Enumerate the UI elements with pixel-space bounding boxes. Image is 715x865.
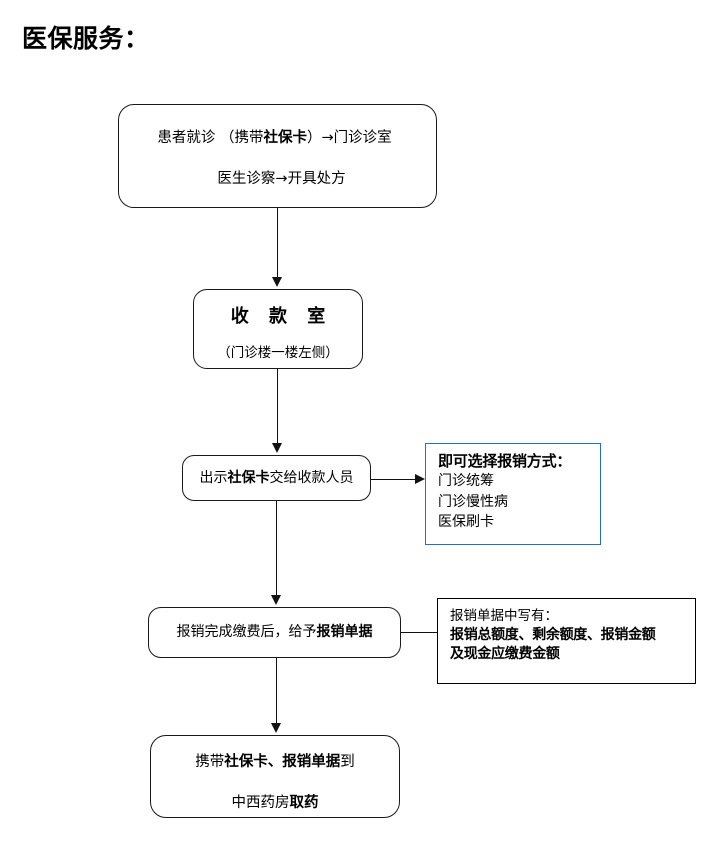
connector-cashier-to-show-card	[277, 369, 278, 445]
text-bold: 社保卡	[263, 130, 307, 146]
callout-receipt-detail[interactable]: 报销单据中写有： 报销总额度、剩余额度、报销金额 及现金应缴费金额	[437, 598, 696, 684]
page-title: 医保服务：	[22, 24, 150, 53]
arrowhead-start-to-cashier	[271, 277, 282, 287]
connector-receipt-to-pharmacy	[276, 658, 277, 725]
text-post: 到	[340, 754, 355, 770]
callout-option-outpatient-pooling: 门诊统筹	[438, 473, 494, 490]
text-bold: 取药	[289, 794, 319, 811]
flow-node-pharmacy[interactable]: 携带社保卡、报销单据到 中西药房取药	[150, 735, 400, 818]
arrowhead-receipt-to-pharmacy	[270, 723, 281, 733]
callout-receipt-detail-heading: 报销单据中写有：	[450, 608, 558, 624]
callout-receipt-detail-line1: 报销总额度、剩余额度、报销金额	[450, 626, 656, 643]
arrowhead-show-card-to-methods	[415, 473, 425, 484]
text-post: 交给收款人员	[269, 469, 354, 486]
text-pre: 出示	[199, 469, 228, 486]
flow-node-cashier-room[interactable]: 收 款 室 （门诊楼一楼左侧）	[193, 289, 363, 369]
text-bold: 社保卡、报销单据	[224, 754, 341, 770]
connector-receipt-to-detail	[401, 632, 437, 633]
flow-node-reimbursement-receipt-line1: 报销完成缴费后，给予报销单据	[177, 623, 373, 641]
text-bold: 社保卡	[227, 469, 270, 486]
flow-node-cashier-room-title: 收 款 室	[230, 306, 333, 327]
flow-node-pharmacy-line2: 中西药房取药	[232, 794, 319, 813]
text-pre: 中西药房	[231, 794, 290, 811]
text-post: ）→门诊诊室	[306, 130, 392, 146]
flow-node-reimbursement-receipt[interactable]: 报销完成缴费后，给予报销单据	[148, 607, 401, 658]
connector-show-card-to-receipt	[276, 501, 277, 597]
arrowhead-cashier-to-show-card	[271, 443, 282, 453]
text-pre: 报销完成缴费后，给予	[176, 624, 317, 641]
text-bold: 报销单据	[316, 624, 373, 641]
connector-start-to-cashier	[277, 208, 278, 279]
text-pre: 患者就诊 （携带	[157, 130, 264, 146]
flow-node-pharmacy-line1: 携带社保卡、报销单据到	[195, 753, 355, 772]
flow-node-cashier-room-subtitle: （门诊楼一楼左侧）	[217, 345, 339, 361]
text-pre: 携带	[195, 754, 225, 770]
connector-show-card-to-methods	[371, 479, 419, 480]
flow-node-patient-visit[interactable]: 患者就诊 （携带社保卡）→门诊诊室 医生诊察→开具处方	[118, 104, 437, 208]
flow-node-patient-visit-line2: 医生诊察→开具处方	[217, 170, 346, 187]
flow-node-show-card[interactable]: 出示社保卡交给收款人员	[182, 455, 371, 501]
callout-reimbursement-methods-heading: 即可选择报销方式：	[438, 452, 572, 470]
flow-node-patient-visit-line1: 患者就诊 （携带社保卡）→门诊诊室	[157, 129, 391, 148]
callout-option-insurance-card-swipe: 医保刷卡	[438, 513, 494, 530]
callout-reimbursement-methods[interactable]: 即可选择报销方式： 门诊统筹 门诊慢性病 医保刷卡	[425, 443, 601, 545]
flow-node-show-card-line1: 出示社保卡交给收款人员	[200, 469, 354, 487]
callout-option-chronic-disease: 门诊慢性病	[438, 493, 508, 510]
arrowhead-show-card-to-receipt	[270, 595, 281, 605]
callout-receipt-detail-line2: 及现金应缴费金额	[450, 646, 560, 663]
